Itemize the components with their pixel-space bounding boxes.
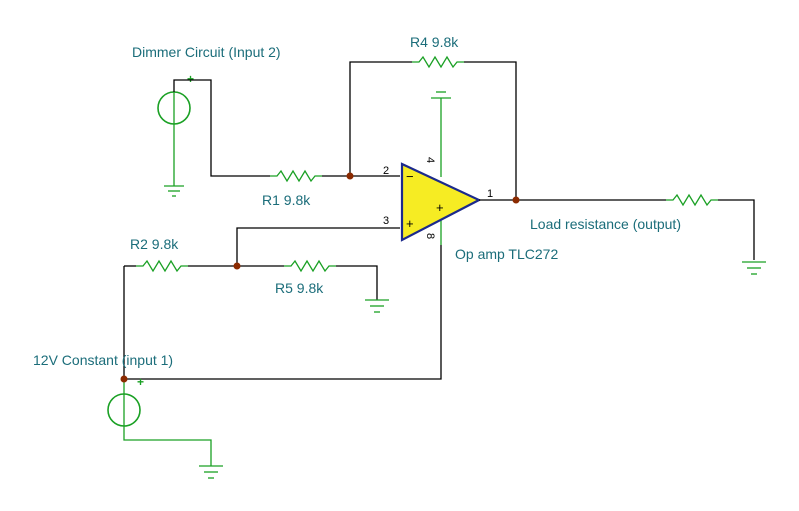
junction-dot — [233, 262, 241, 270]
opamp-label: Op amp TLC272 — [455, 246, 558, 262]
r5-label: R5 9.8k — [275, 280, 324, 296]
dimmer-input-wire — [173, 79, 270, 177]
resistor-r5 — [284, 259, 336, 273]
load-resistance-label: Load resistance (output) — [530, 216, 681, 232]
resistor-r2 — [136, 259, 188, 273]
opamp-tlc272: − + + — [400, 162, 482, 242]
resistor-r1 — [270, 169, 322, 183]
r5-ground-wire — [336, 265, 378, 300]
junction-dot — [512, 196, 520, 204]
constant-source-label: 12V Constant (input 1) — [33, 352, 173, 368]
pin-8-label: 8 — [424, 233, 436, 239]
inverting-input-sign: − — [406, 169, 414, 184]
pin-1-label: 1 — [487, 188, 493, 200]
r4-label: R4 9.8k — [410, 34, 459, 50]
constant-voltage-source: + — [107, 375, 144, 427]
ground-symbol — [164, 185, 184, 197]
noninverting-input-sign: + — [406, 216, 414, 231]
r2-label: R2 9.8k — [130, 236, 179, 252]
r1-label: R1 9.8k — [262, 192, 311, 208]
supply-pin-sign: + — [436, 200, 444, 215]
supply-rail-wire — [124, 245, 442, 380]
dimmer-source-plus: + — [187, 72, 194, 86]
load-ground-wire — [718, 199, 755, 260]
resistor-r4 — [412, 55, 464, 69]
noninverting-input-wire — [236, 227, 400, 266]
pin-4-label: 4 — [424, 157, 436, 163]
junction-dot — [346, 172, 354, 180]
ground-symbol — [199, 465, 223, 479]
dimmer-circuit-label: Dimmer Circuit (Input 2) — [132, 44, 281, 60]
feedback-left-wire — [349, 61, 412, 176]
pin-3-label: 3 — [383, 215, 389, 227]
source-ground-wire — [123, 426, 212, 466]
ground-symbol — [365, 299, 389, 313]
opamp-supply-ground — [431, 91, 451, 99]
constant-source-plus: + — [137, 375, 144, 389]
feedback-right-wire — [464, 61, 517, 200]
junction-dot — [120, 375, 128, 383]
load-resistor — [666, 193, 718, 207]
pin-2-label: 2 — [383, 165, 389, 177]
ground-symbol — [742, 261, 766, 275]
